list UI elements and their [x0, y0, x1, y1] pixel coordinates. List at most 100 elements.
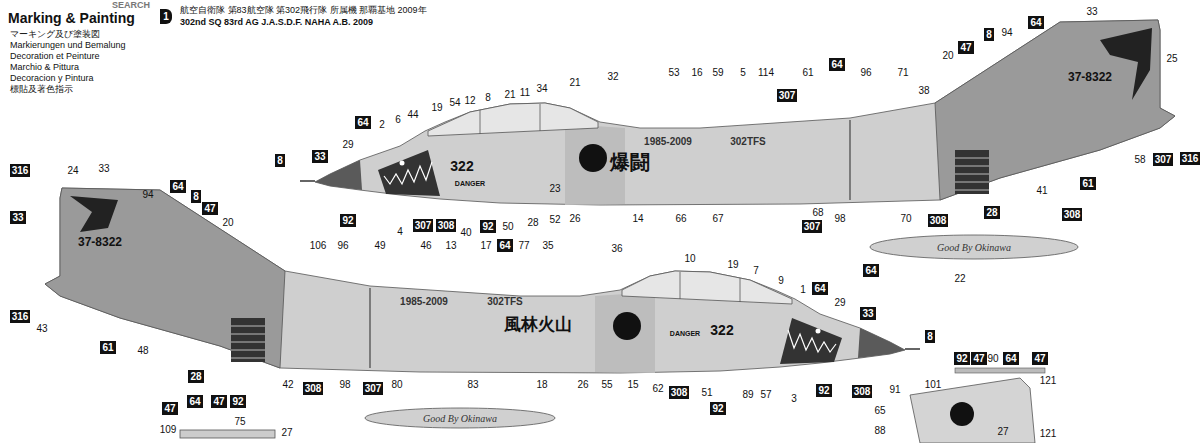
decal-number: 33	[314, 151, 325, 162]
decal-number: 64	[189, 396, 200, 407]
callout-number: 20	[942, 50, 953, 61]
decal-number: 64	[357, 117, 368, 128]
decal-number: 61	[102, 342, 113, 353]
callout-box: 92	[954, 352, 969, 365]
callout-number: 70	[900, 213, 911, 224]
callout-number: 121	[1040, 375, 1057, 386]
tank-marking: Good By Okinawa	[423, 413, 497, 424]
callout-number: 8	[485, 92, 491, 103]
callout-box: 316	[1180, 152, 1200, 165]
callout-box: 308	[1062, 208, 1083, 221]
decal-number: 316	[12, 165, 29, 176]
tail-number: 37-8322	[78, 236, 122, 249]
decal-number: 47	[204, 203, 215, 214]
decal-number: 64	[1030, 17, 1041, 28]
callout-box: 47	[202, 202, 217, 215]
callout-box: 64	[1028, 16, 1043, 29]
callout-box: 307	[413, 219, 434, 232]
callout-number: 22	[954, 273, 965, 284]
callout-number: 90	[987, 353, 998, 364]
decal-number: 308	[854, 386, 871, 397]
callout-number: 44	[407, 109, 418, 120]
callout-number: 24	[67, 165, 78, 176]
callout-number: 106	[310, 240, 327, 251]
callout-box: 33	[860, 307, 875, 320]
unit-caption: 航空自衛隊 第83航空隊 第302飛行隊 所属機 那覇基地 2009年	[180, 6, 427, 16]
decal-number: 92	[342, 215, 353, 226]
callout-box: 64	[863, 264, 878, 277]
callout-number: 50	[502, 221, 513, 232]
eagle-emblem	[70, 196, 118, 232]
callout-number: 62	[652, 383, 663, 394]
callout-box: 28	[984, 206, 999, 219]
callout-box: 307	[1153, 153, 1174, 166]
sheet-number: 1	[160, 9, 172, 24]
callout-box: 316	[10, 164, 31, 177]
decal-number: 92	[482, 221, 493, 232]
callout-number: 11	[520, 87, 530, 98]
callout-number: 19	[431, 102, 442, 113]
callout-number: 9	[778, 275, 784, 286]
callout-box: 308	[303, 382, 324, 395]
callout-box: 47	[971, 352, 986, 365]
decal-number: 307	[1155, 154, 1172, 165]
unit-caption: 302nd SQ 83rd AG J.A.S.D.F. NAHA A.B. 20…	[180, 18, 373, 28]
callout-box: 8	[925, 330, 935, 343]
aircraft-marking: 302TFS	[487, 296, 523, 307]
callout-box: 33	[312, 150, 327, 163]
callout-number: 43	[36, 323, 47, 334]
decal-number: 92	[956, 353, 967, 364]
callout-number: 65	[874, 405, 885, 416]
decal-number: 1	[163, 11, 169, 22]
decal-number: 8	[193, 191, 199, 202]
callout-number: 21	[504, 89, 515, 100]
callout-box: 61	[1080, 177, 1095, 190]
decal-number: 307	[804, 221, 821, 232]
callout-number: 29	[834, 297, 845, 308]
decal-number: 92	[818, 385, 829, 396]
decal-number: 307	[365, 383, 382, 394]
callout-box: 92	[480, 220, 495, 233]
callout-number: 25	[1166, 53, 1177, 64]
callout-number: 29	[342, 139, 353, 150]
callout-number: 54	[449, 97, 460, 108]
callout-number: 94	[142, 189, 153, 200]
callout-number: 4	[397, 226, 403, 237]
callout-number: 58	[1134, 154, 1145, 165]
decal-number: 33	[12, 212, 23, 223]
callout-number: 7	[753, 265, 759, 276]
callout-number: 67	[712, 213, 723, 224]
callout-number: 49	[374, 240, 385, 251]
callout-number: 26	[577, 379, 588, 390]
eagle-emblem	[1100, 28, 1152, 100]
callout-number: 101	[925, 379, 942, 390]
callout-number: 15	[627, 379, 638, 390]
callout-number: 68	[812, 207, 823, 218]
callout-box: 64	[187, 395, 202, 408]
callout-number: 59	[712, 67, 723, 78]
header-text: Decoracion y Pintura	[10, 74, 94, 84]
pylon-view	[180, 430, 275, 438]
header-text: Marchio & Pittura	[10, 63, 79, 73]
aircraft-marking: 302TFS	[730, 136, 766, 147]
callout-number: 46	[420, 240, 431, 251]
callout-number: 32	[607, 71, 618, 82]
callout-box: 308	[928, 214, 949, 227]
callout-number: 71	[897, 67, 908, 78]
aircraft-marking: 1985-2009	[644, 136, 692, 147]
callout-number: 98	[834, 213, 845, 224]
callout-number: 36	[611, 243, 622, 254]
decal-number: 316	[1182, 153, 1199, 164]
callout-number: 48	[137, 345, 148, 356]
tank-marking: Good By Okinawa	[937, 242, 1011, 253]
callout-number: 27	[997, 426, 1008, 437]
callout-number: 75	[234, 416, 245, 427]
callout-number: 52	[549, 214, 560, 225]
callout-number: 19	[727, 259, 738, 270]
callout-box: 307	[363, 382, 384, 395]
decal-number: 308	[930, 215, 947, 226]
callout-number: 53	[668, 67, 679, 78]
callout-number: 28	[527, 217, 538, 228]
decal-number: 64	[831, 59, 842, 70]
